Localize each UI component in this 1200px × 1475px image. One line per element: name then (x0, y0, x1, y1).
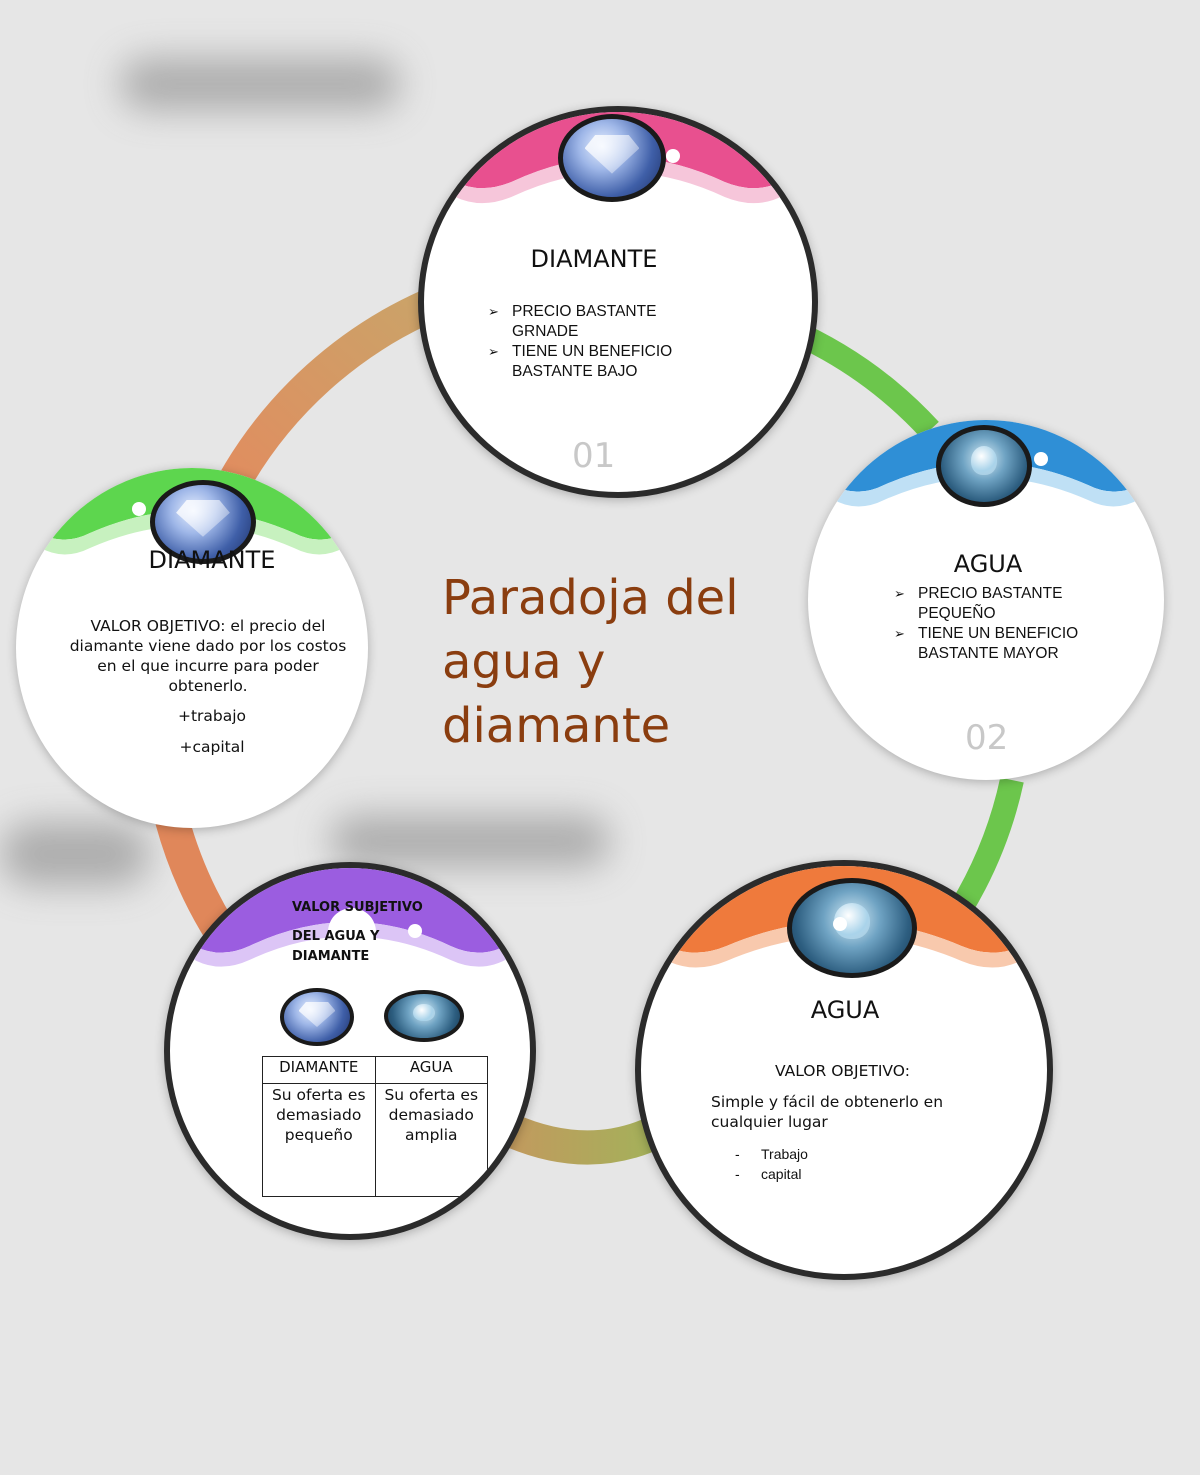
header-dot (1034, 452, 1048, 466)
title-line-2: agua y (442, 634, 606, 690)
bullet-item: PRECIO BASTANTE PEQUEÑO (894, 584, 1094, 624)
header-dot (408, 924, 422, 938)
table-row: Su oferta es demasiado pequeño Su oferta… (262, 1083, 488, 1197)
header-dot (328, 908, 376, 956)
node-text: Simple y fácil de obtenerlo en cualquier… (711, 1093, 944, 1131)
header-line: DEL AGUA Y (292, 929, 380, 944)
node-number: 02 (965, 718, 1009, 758)
diagram-title: Paradoja del agua y diamante (442, 566, 802, 758)
node-number: 01 (572, 436, 616, 476)
node-text: VALOR OBJETIVO: el precio del diamante v… (69, 617, 347, 695)
node-diamante-top: DIAMANTE PRECIO BASTANTE GRNADE TIENE UN… (418, 106, 818, 498)
node-subtitle: VALOR OBJETIVO: (775, 1062, 910, 1080)
table-header-cell: AGUA (374, 1056, 488, 1084)
node-valor-subjetivo: VALOR SUBJETIVO DEL AGUA Y DIAMANTE DIAM… (164, 862, 536, 1240)
node-extra: +capital (179, 738, 245, 756)
header-dot (833, 917, 847, 931)
node-extra: +trabajo (177, 707, 247, 725)
water-heart-icon (787, 878, 917, 978)
water-heart-icon (936, 425, 1032, 507)
blurred-label (0, 822, 150, 886)
node-title: DIAMANTE (148, 546, 276, 574)
node-agua-right: AGUA PRECIO BASTANTE PEQUEÑO TIENE UN BE… (808, 420, 1164, 780)
table-header-cell: DIAMANTE (262, 1056, 376, 1084)
list-item: -Trabajo (735, 1146, 808, 1162)
diamond-icon (280, 988, 354, 1046)
node-agua-bottom: AGUA VALOR OBJETIVO: Simple y fácil de o… (635, 860, 1053, 1280)
list-item: -capital (735, 1166, 802, 1182)
node-bullets: PRECIO BASTANTE PEQUEÑO TIENE UN BENEFIC… (894, 584, 1094, 664)
node-title: AGUA (953, 550, 1023, 578)
bullet-item: TIENE UN BENEFICIO BASTANTE MAYOR (894, 624, 1094, 664)
title-line-1: Paradoja del (442, 570, 739, 626)
table-cell: Su oferta es demasiado pequeño (262, 1083, 376, 1197)
bullet-item: PRECIO BASTANTE GRNADE (488, 302, 698, 342)
node-bullets: PRECIO BASTANTE GRNADE TIENE UN BENEFICI… (488, 302, 698, 382)
node-title: AGUA (810, 996, 880, 1024)
comparison-table: DIAMANTE AGUA Su oferta es demasiado peq… (262, 1056, 488, 1197)
title-line-3: diamante (442, 698, 671, 754)
node-list: -Trabajo -capital (735, 1144, 935, 1184)
blurred-label (330, 815, 610, 867)
bullet-item: TIENE UN BENEFICIO BASTANTE BAJO (488, 342, 698, 382)
list-item-label: Trabajo (761, 1146, 808, 1162)
diamond-icon (150, 480, 256, 564)
header-dot (132, 502, 146, 516)
header-text: VALOR SUBJETIVO DEL AGUA Y DIAMANTE (292, 898, 423, 967)
water-heart-icon (384, 990, 464, 1042)
blurred-label (120, 58, 400, 110)
ring-segment-bottom (503, 1114, 668, 1165)
node-diamante-left: DIAMANTE VALOR OBJETIVO: el precio del d… (16, 468, 368, 828)
header-dot (666, 149, 680, 163)
list-item-label: capital (761, 1166, 802, 1182)
diamond-icon (558, 114, 666, 202)
header-line: DIAMANTE (292, 949, 370, 964)
table-header-row: DIAMANTE AGUA (262, 1056, 488, 1084)
node-title: DIAMANTE (530, 245, 658, 273)
header-line: VALOR SUBJETIVO (292, 900, 423, 915)
table-cell: Su oferta es demasiado amplia (374, 1083, 488, 1197)
